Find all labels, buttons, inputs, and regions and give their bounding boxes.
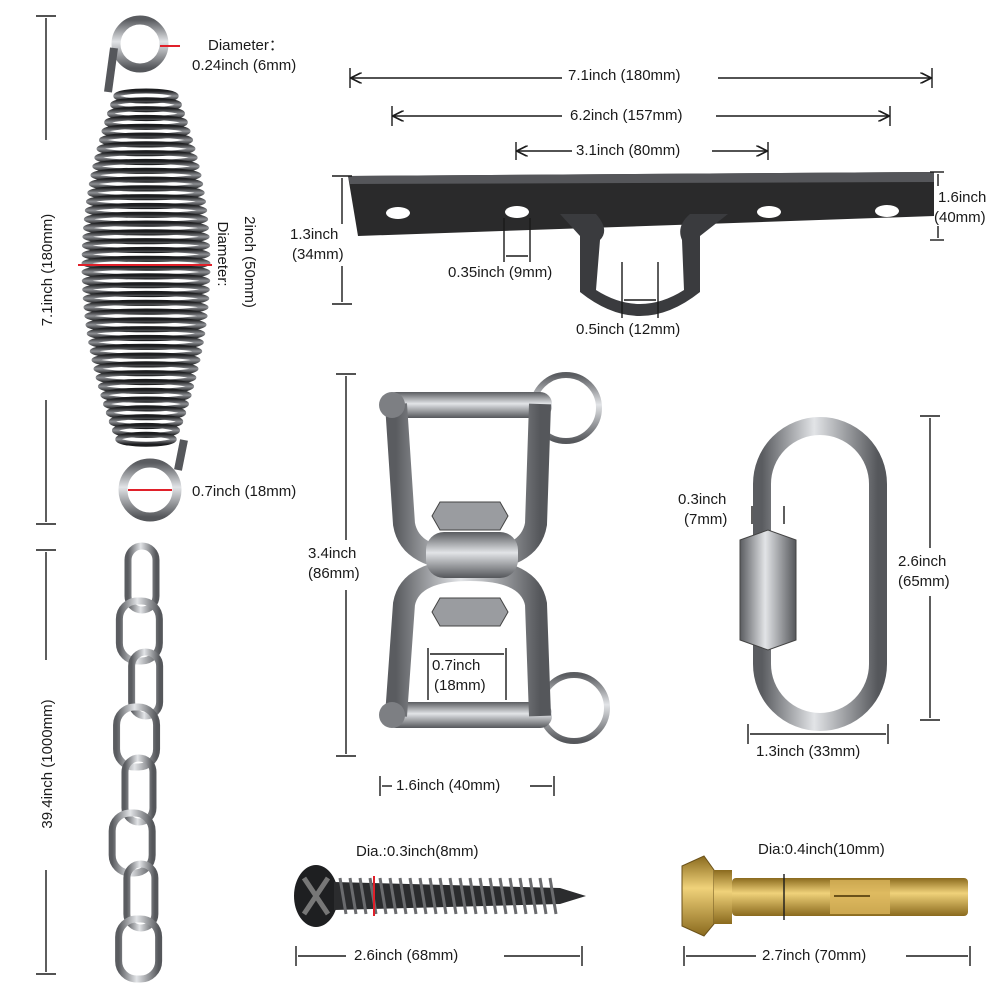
plate-hole-diameter-label: 0.35inch (9mm) bbox=[448, 264, 553, 281]
screw-thread bbox=[508, 877, 518, 915]
plate-height-line1: 1.3inch bbox=[290, 226, 339, 243]
swivel-dimensions bbox=[336, 373, 555, 796]
lag-screw-image bbox=[294, 865, 586, 927]
screw-thread bbox=[438, 877, 448, 915]
quick-link-image bbox=[739, 417, 887, 731]
quick-link-length-line1: 2.6inch bbox=[898, 553, 947, 570]
plate-width-line1: 1.6inch bbox=[938, 189, 987, 206]
spring-length-label: 7.1inch (180mm) bbox=[38, 202, 58, 338]
chain-link bbox=[123, 860, 159, 932]
screw-thread bbox=[398, 877, 408, 915]
spring-eye-diameter-value: 0.24inch (6mm) bbox=[192, 57, 297, 74]
spring-coil-diameter-value: 2inch (50mm) bbox=[241, 216, 258, 308]
chain-link bbox=[121, 754, 157, 826]
screw-thread bbox=[548, 877, 558, 915]
screw-length-label: 2.6inch (68mm) bbox=[354, 947, 459, 964]
screw-diameter-label: Dia.:0.3inch(8mm) bbox=[356, 843, 479, 860]
swivel-width-label: 1.6inch (40mm) bbox=[396, 777, 501, 794]
chain-link bbox=[124, 542, 160, 614]
screw-thread bbox=[348, 877, 358, 915]
screw-thread bbox=[528, 877, 538, 915]
screw-thread bbox=[428, 877, 438, 915]
screw-thread bbox=[338, 877, 348, 915]
screw-thread bbox=[488, 877, 498, 915]
screw-thread bbox=[498, 877, 508, 915]
swivel-length-line1: 3.4inch bbox=[308, 545, 357, 562]
plate-total-length-label: 7.1inch (180mm) bbox=[566, 66, 683, 86]
chain-link bbox=[113, 703, 161, 771]
quick-link-gate-line2: (7mm) bbox=[684, 511, 728, 528]
quick-link-length-line2: (65mm) bbox=[898, 573, 950, 590]
spring-image bbox=[81, 15, 211, 522]
spring-length-dimension bbox=[36, 15, 56, 525]
screw-thread bbox=[388, 877, 398, 915]
screw-thread bbox=[468, 877, 478, 915]
plate-width-line2: (40mm) bbox=[934, 209, 986, 226]
plate-dimensions bbox=[332, 68, 944, 318]
screw-thread bbox=[448, 877, 458, 915]
swivel-opening-line1: 0.7inch bbox=[432, 657, 481, 674]
chain-image bbox=[108, 542, 164, 983]
swivel-length-line2: (86mm) bbox=[308, 565, 360, 582]
screw-dimensions bbox=[295, 946, 583, 966]
bolt-length-label: 2.7inch (70mm) bbox=[762, 947, 867, 964]
chain-link bbox=[108, 809, 156, 877]
screw-thread bbox=[518, 877, 528, 915]
anchor-bolt-image bbox=[681, 855, 968, 937]
plate-eye-diameter-label: 0.5inch (12mm) bbox=[576, 321, 681, 338]
quick-link-gate-line1: 0.3inch bbox=[678, 491, 727, 508]
swivel-opening-line2: (18mm) bbox=[434, 677, 486, 694]
plate-hole-inner-label: 3.1inch (80mm) bbox=[574, 141, 683, 161]
plate-height-line2: (34mm) bbox=[292, 246, 344, 263]
spring-eye-diameter-label: Diameter： bbox=[208, 37, 284, 54]
screw-thread bbox=[378, 877, 388, 915]
spring-coil bbox=[115, 431, 177, 447]
screw-thread bbox=[458, 877, 468, 915]
bolt-dimensions bbox=[683, 946, 971, 966]
swivel-hook-image bbox=[379, 372, 610, 744]
chain-length-dimension bbox=[36, 549, 56, 975]
chain-link bbox=[115, 915, 163, 983]
quick-link-width-label: 1.3inch (33mm) bbox=[756, 743, 861, 760]
spring-eye-inner-label: 0.7inch (18mm) bbox=[192, 483, 297, 500]
chain-link bbox=[128, 648, 164, 720]
screw-thread bbox=[418, 877, 428, 915]
ceiling-plate-image bbox=[348, 172, 934, 316]
chain-link bbox=[115, 597, 163, 665]
plate-hole-outer-label: 6.2inch (157mm) bbox=[568, 106, 685, 126]
screw-thread bbox=[408, 877, 418, 915]
screw-thread bbox=[538, 877, 548, 915]
spring-coil-diameter-label: Diameter: bbox=[214, 221, 231, 287]
bolt-diameter-label: Dia:0.4inch(10mm) bbox=[758, 841, 885, 858]
screw-thread bbox=[358, 877, 368, 915]
chain-length-label: 39.4inch (1000mm) bbox=[38, 686, 58, 842]
screw-thread bbox=[478, 877, 488, 915]
quick-link-dimensions bbox=[747, 415, 940, 744]
